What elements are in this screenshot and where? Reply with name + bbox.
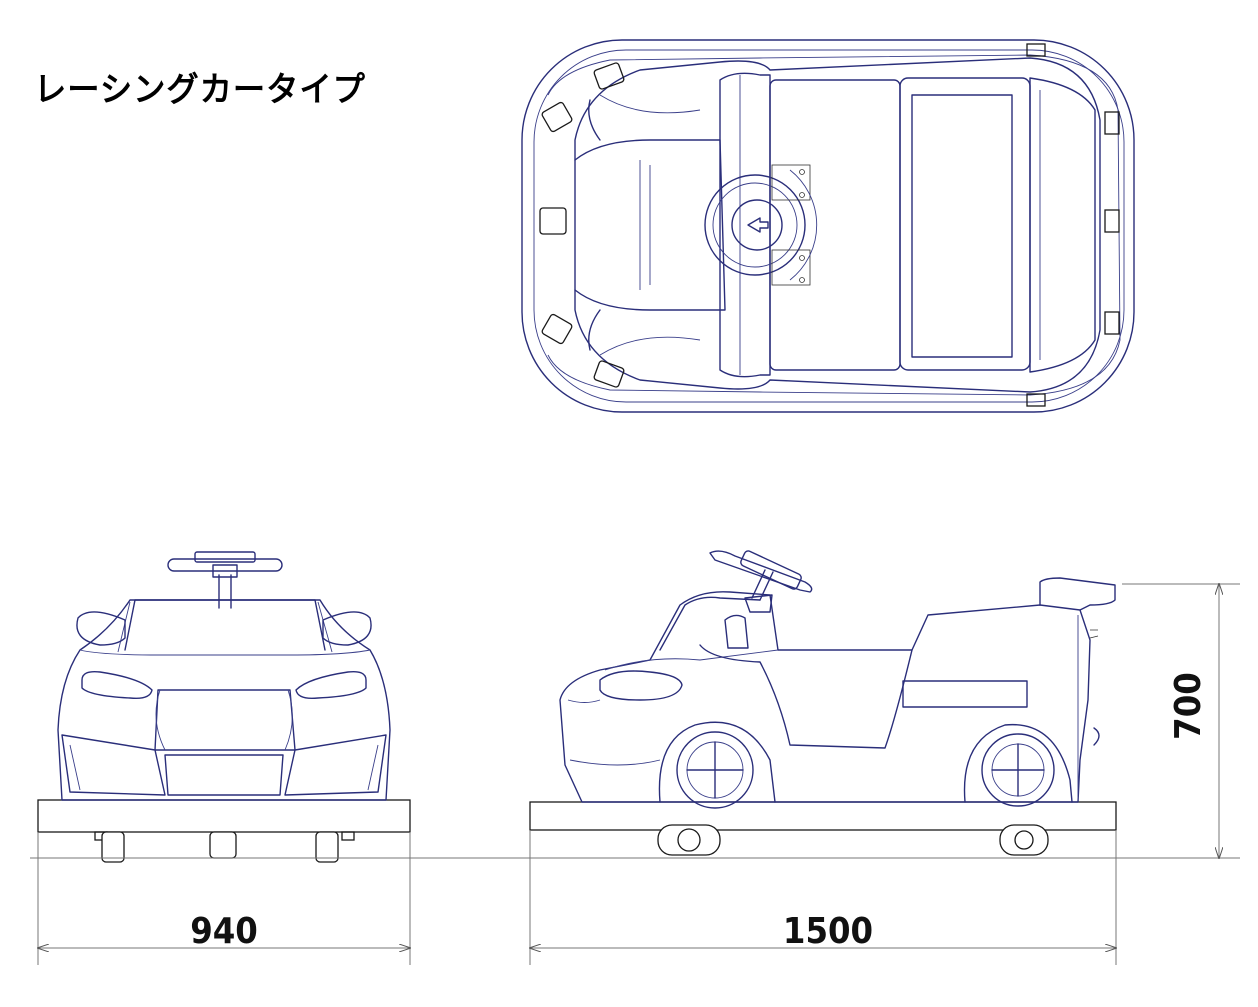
front-view-mirror-right: [322, 611, 372, 646]
side-view-casters: [657, 824, 1049, 856]
front-view-headlight-right: [295, 670, 367, 700]
front-view-mirror-left: [76, 611, 126, 646]
front-view-steering-wheel: [167, 558, 283, 572]
dimension-front-width: 940: [190, 911, 258, 952]
side-view-front-wheel: [676, 731, 754, 809]
top-view: [521, 39, 1135, 413]
side-view-steering-wheel: [709, 550, 813, 593]
dimension-side-length: 1500: [783, 911, 873, 952]
top-view-panel: [911, 94, 1013, 358]
top-view-bumper-outer: [521, 39, 1135, 413]
side-view-side-panel: [902, 680, 1028, 708]
side-view-body: [559, 591, 1091, 803]
front-view-base: [37, 799, 411, 833]
dimension-lines: [30, 584, 1240, 965]
top-view-car-body: [574, 57, 1101, 393]
front-view-casters: [94, 831, 355, 863]
drawing-title: レーシングカータイプ: [34, 70, 366, 110]
side-view-spoiler: [1039, 577, 1116, 611]
top-view-deck: [769, 79, 901, 371]
front-view: [37, 551, 411, 863]
side-view: [529, 550, 1117, 856]
front-view-headlight-left: [81, 670, 153, 700]
dimension-height: 700: [1168, 672, 1209, 740]
side-view-rear-wheel: [981, 733, 1055, 807]
top-view-bumper-inner: [533, 49, 1125, 403]
top-view-steering-wheel: [704, 174, 806, 276]
top-view-bumper-clips: [539, 43, 1120, 407]
front-view-body: [57, 599, 391, 801]
